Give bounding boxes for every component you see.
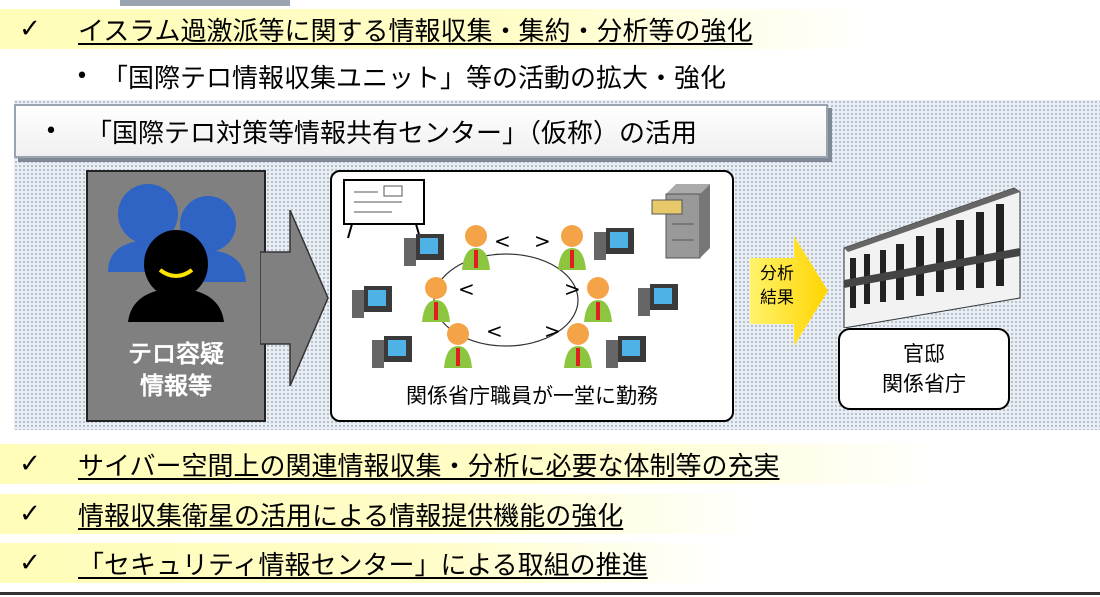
input-arrow-icon <box>260 210 329 386</box>
whiteboard-icon <box>343 179 425 239</box>
destination-box: 官邸 関係省庁 <box>838 328 1010 410</box>
check-item-2-text: サイバー空間上の関連情報収集・分析に必要な体制等の充実 <box>78 451 780 482</box>
sub-item-2-text: 「国際テロ対策等情報共有センター」（仮称）の活用 <box>86 118 698 149</box>
dest-label-line1: 官邸 <box>903 342 945 366</box>
analysis-result-label: 分析 結果 <box>752 262 802 310</box>
footer-divider <box>0 592 1100 595</box>
bullet-icon: • <box>75 64 89 89</box>
svg-text:<: < <box>486 319 503 343</box>
check-item-4-text: 「セキュリティ情報センター」による取組の推進 <box>78 550 648 581</box>
suspect-label-line2: 情報等 <box>140 372 212 400</box>
result-arrow-icon <box>750 236 828 346</box>
bullet-icon: • <box>44 118 58 144</box>
office-label: 関係省庁職員が一堂に勤務 <box>406 384 658 408</box>
staff-person-icon <box>422 225 612 368</box>
check-mark-icon: ✓ <box>19 14 41 44</box>
check-item-2: ✓ サイバー空間上の関連情報収集・分析に必要な体制等の充実 <box>0 444 940 484</box>
check-mark-icon: ✓ <box>19 499 41 529</box>
staff-network-illustration: < > < > < > <box>343 179 710 368</box>
government-building-icon <box>843 187 1021 328</box>
check-item-3-text: 情報収集衛星の活用による情報提供機能の強化 <box>78 501 624 532</box>
svg-text:>: > <box>534 229 551 253</box>
check-mark-icon: ✓ <box>19 548 41 578</box>
dest-label-line2: 関係省庁 <box>882 372 966 396</box>
check-mark-icon: ✓ <box>19 449 41 479</box>
suspect-panel: テロ容疑 情報等 <box>86 170 266 422</box>
svg-text:<: < <box>458 277 475 301</box>
terrorist-silhouette-icon <box>108 184 246 322</box>
header-bar <box>120 0 290 6</box>
info-sharing-center: < > < > < > 関係省庁職員が一堂に勤務 <box>330 170 734 422</box>
sub-item-2: • 「国際テロ対策等情報共有センター」（仮称）の活用 <box>14 104 828 158</box>
arrow-label-line1: 分析 <box>760 264 794 284</box>
check-item-4: ✓ 「セキュリティ情報センター」による取組の推進 <box>0 543 720 583</box>
check-item-1-text: イスラム過激派等に関する情報収集・集約・分析等の強化 <box>78 16 753 47</box>
check-item-3: ✓ 情報収集衛星の活用による情報提供機能の強化 <box>0 494 760 534</box>
svg-text:>: > <box>544 319 561 343</box>
check-item-1: ✓ イスラム過激派等に関する情報収集・集約・分析等の強化 <box>0 9 870 49</box>
arrow-label-line2: 結果 <box>760 288 794 308</box>
sub-item-1-text: 「国際テロ情報収集ユニット」等の活動の拡大・強化 <box>102 64 727 94</box>
suspect-label-line1: テロ容疑 <box>128 340 224 368</box>
computer-icon <box>352 228 678 368</box>
svg-text:>: > <box>564 277 581 301</box>
file-cabinet-icon <box>651 184 710 259</box>
svg-text:<: < <box>494 229 511 253</box>
sub-item-1: • 「国際テロ情報収集ユニット」等の活動の拡大・強化 <box>62 58 727 95</box>
suspect-label: テロ容疑 情報等 <box>88 338 264 402</box>
